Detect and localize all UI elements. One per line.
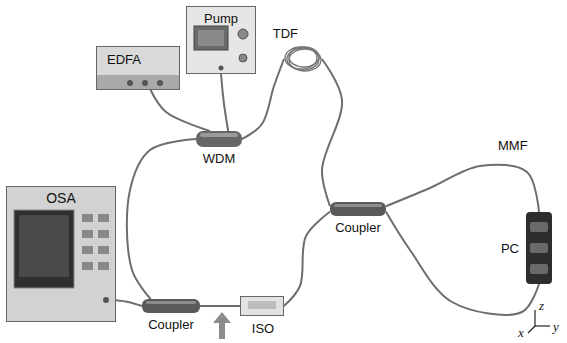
optical-fiber [386, 165, 539, 212]
component-label: Coupler [335, 220, 381, 235]
axis-label: z [539, 298, 544, 314]
output-arrow [213, 312, 231, 339]
optical-fiber [151, 90, 210, 131]
optical-fiber [127, 139, 196, 299]
pump-box: Pump [186, 6, 256, 74]
coupler-body [142, 299, 200, 313]
label-holder: TDF [273, 24, 298, 42]
component-label: OSA [46, 191, 76, 206]
fiber-label: MMF [498, 138, 528, 153]
label-holder: Coupler [335, 218, 381, 236]
component-label: Pump [204, 11, 238, 26]
fiber-coupler: Coupler [142, 299, 200, 313]
wdm-body [196, 131, 242, 147]
label-holder: WDM [203, 149, 236, 167]
optical-fiber [322, 59, 342, 206]
analyzer-box: OSA [6, 186, 116, 322]
axis-label: y [553, 319, 559, 335]
edfa-body [96, 46, 180, 90]
label-holder: EDFA [107, 50, 141, 68]
amplifier-box: EDFA [96, 46, 180, 90]
label-holder: OSA [46, 189, 76, 207]
wdm-coupler: WDM [196, 131, 242, 147]
optical-fiber [221, 74, 228, 131]
pump-body [186, 6, 256, 74]
component-label: PC [501, 241, 519, 256]
component-label: EDFA [107, 52, 141, 67]
coupler-body [330, 202, 386, 216]
optical-fiber [200, 305, 240, 307]
pc-body [526, 212, 552, 284]
label-holder: PC [501, 239, 519, 257]
axis-label: x [518, 325, 524, 341]
fiber-coupler: Coupler [330, 202, 386, 216]
component-label: TDF [273, 26, 298, 41]
label-holder: Pump [204, 9, 238, 27]
fiber-coil: TDF [284, 46, 322, 72]
optical-fiber [116, 300, 142, 306]
component-label: ISO [252, 321, 274, 336]
optical-fiber [284, 212, 330, 306]
isolator-body [240, 296, 284, 316]
osa-body [6, 186, 116, 322]
isolator-box: ISO [240, 296, 284, 316]
optical-fiber [386, 212, 539, 315]
optical-fiber [242, 59, 284, 139]
component-label: WDM [203, 151, 236, 166]
label-holder: ISO [252, 319, 274, 337]
axis-triad [528, 310, 550, 333]
fiber-coil [285, 47, 321, 71]
label-holder: Coupler [148, 315, 194, 333]
component-label: Coupler [148, 317, 194, 332]
polarization-control: PC [526, 212, 552, 284]
